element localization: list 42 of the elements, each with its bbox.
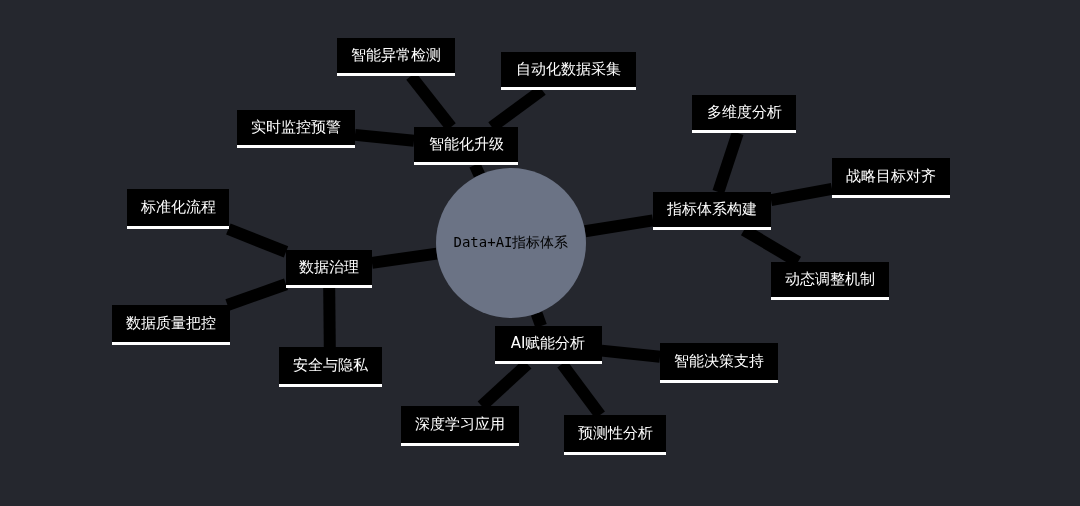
topic-box <box>112 305 230 345</box>
topic-box <box>401 406 519 446</box>
topic-label: 智能异常检测 <box>351 46 441 65</box>
connector-line <box>371 247 438 269</box>
topic-label: 指标体系构建 <box>667 200 757 219</box>
topic-box <box>832 158 950 198</box>
connector-line <box>712 131 744 194</box>
topic-label: 战略目标对齐 <box>846 167 936 186</box>
topic-box <box>500 52 636 90</box>
connector-line <box>600 344 661 363</box>
topic-label: AI赋能分析 <box>510 334 586 353</box>
connector-line <box>354 128 415 147</box>
topic-box <box>692 95 796 133</box>
topic-box <box>278 347 382 387</box>
connector-line <box>584 214 654 238</box>
connector-line <box>226 223 289 258</box>
topic-label: 预测性分析 <box>577 424 653 443</box>
topic-label: Data+AI指标体系 <box>453 234 569 252</box>
topic-box <box>237 110 355 148</box>
topic-label: 自动化数据采集 <box>515 60 621 79</box>
topic-box <box>127 189 229 229</box>
topic-box <box>286 250 372 288</box>
topic-box <box>564 415 666 455</box>
topic-label: 动态调整机制 <box>785 270 875 289</box>
topic-label: 智能决策支持 <box>674 352 764 371</box>
topic-label: 安全与隐私 <box>292 356 368 375</box>
topic-box <box>771 262 889 300</box>
topic-label: 多维度分析 <box>706 103 782 122</box>
topic-label: 智能化升级 <box>428 135 504 154</box>
connector-line <box>323 287 336 348</box>
topic-box <box>414 127 518 165</box>
topic-label: 数据质量把控 <box>126 314 216 333</box>
topic-box <box>660 343 778 383</box>
topic-label: 标准化流程 <box>140 198 216 217</box>
topic-box <box>653 192 771 230</box>
connector-line <box>769 182 834 207</box>
topic-box <box>337 38 455 76</box>
topic-box <box>494 326 602 364</box>
topic-label: 数据治理 <box>299 258 359 277</box>
connector-line <box>225 278 288 311</box>
topic-label: 实时监控预警 <box>251 118 341 137</box>
topic-label: 深度学习应用 <box>415 415 505 434</box>
